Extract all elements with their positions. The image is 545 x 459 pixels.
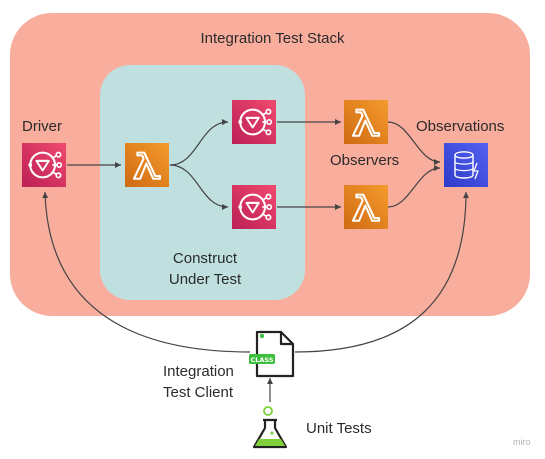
construct-sns-top-icon [232, 100, 276, 144]
class-file-icon: CLASS [249, 330, 295, 378]
driver-sns-icon [22, 143, 66, 187]
integration-test-client-label: Integration Test Client [163, 361, 234, 403]
construct-under-test-label: Construct Under Test [150, 248, 260, 290]
edge-observer-top-to-observations [387, 121, 441, 165]
observer-lambda-bottom-icon [344, 185, 388, 229]
edge-lambda-to-sns-bottom [169, 164, 229, 210]
flask-icon [252, 406, 288, 449]
observers-label: Observers [330, 152, 400, 169]
edge-observer-bottom-to-observations [387, 165, 441, 208]
edge-client-to-driver [42, 191, 251, 353]
stack-title: Integration Test Stack [200, 30, 345, 47]
observations-label: Observations [416, 118, 505, 135]
integration-test-client-line2: Test Client [163, 384, 234, 401]
integration-test-client-line1: Integration [163, 363, 234, 380]
construct-under-test-line2: Under Test [168, 271, 242, 288]
edge-lambda-to-sns-top [169, 119, 229, 166]
driver-label: Driver [22, 118, 62, 135]
unit-tests-label: Unit Tests [306, 420, 372, 437]
class-badge [249, 354, 275, 364]
observations-dynamodb-icon [444, 143, 488, 187]
construct-sns-bottom-icon [232, 185, 276, 229]
construct-under-test-line1: Construct [172, 250, 238, 267]
construct-lambda-icon [125, 143, 169, 187]
observer-lambda-top-icon [344, 100, 388, 144]
edge-client-to-observations [294, 191, 469, 353]
class-badge-text: CLASS [250, 356, 273, 364]
miro-watermark: miro [513, 437, 531, 447]
connectors [42, 119, 469, 402]
